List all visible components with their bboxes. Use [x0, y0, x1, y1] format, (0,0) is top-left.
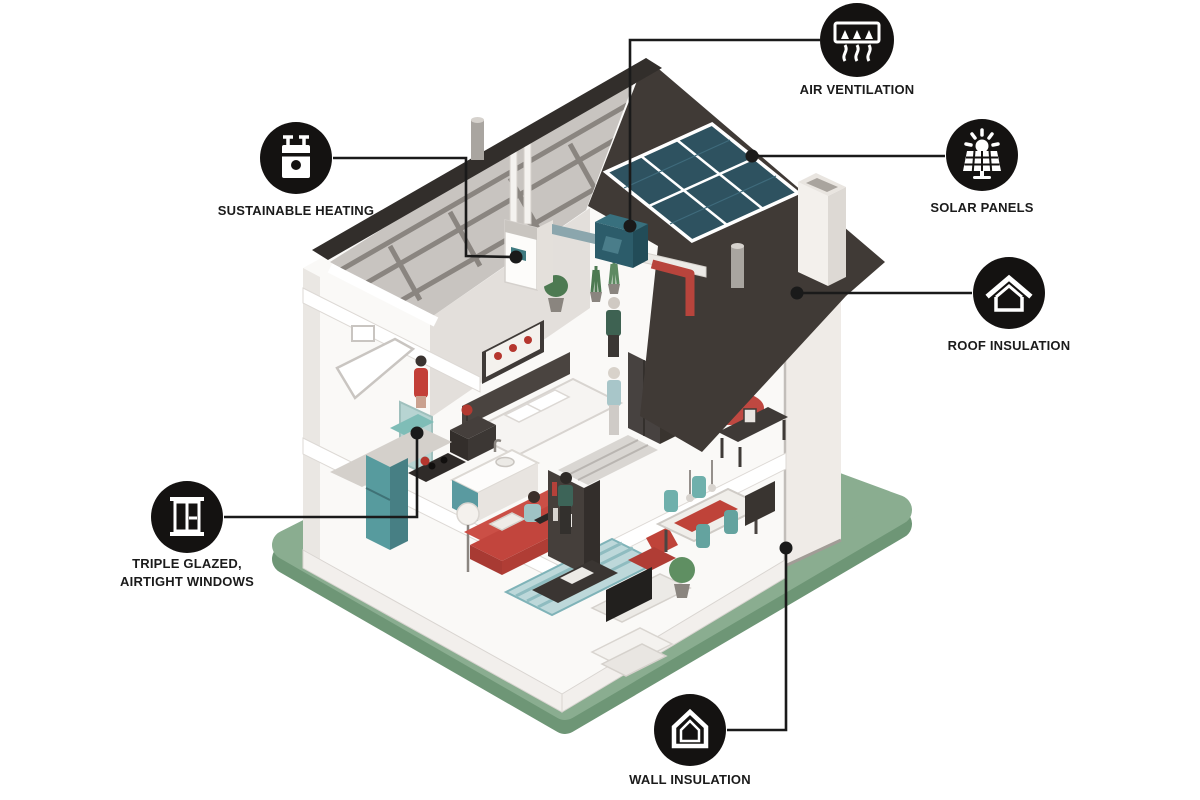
kitchen-counter — [330, 427, 452, 487]
table-runner — [674, 500, 738, 532]
callout-roof-insulation: ROOF INSULATION — [948, 257, 1071, 353]
boiler-icon — [282, 135, 310, 178]
sustainable-heating-dot — [509, 250, 523, 264]
badge-circle — [973, 257, 1045, 329]
tv-screen — [606, 567, 652, 622]
left-wall-column — [303, 268, 320, 570]
attic-interior-wall — [330, 66, 640, 318]
red-duct — [650, 259, 695, 316]
bedroom-rug — [558, 435, 658, 485]
boiler-flue — [523, 141, 532, 225]
person-bathroom — [414, 355, 428, 408]
bath-mat — [390, 414, 434, 436]
roof-insulation-label: ROOF INSULATION — [948, 338, 1071, 353]
sink — [495, 456, 515, 468]
intake-duct — [552, 224, 595, 244]
pillow — [525, 389, 571, 412]
dining-chairs-back — [664, 476, 706, 512]
triple-glazed-line — [224, 437, 419, 519]
attic-floor-edge — [327, 263, 439, 327]
bathroom-mirror — [351, 325, 375, 342]
triple-glazed-dot — [410, 426, 424, 440]
sideboard — [745, 481, 775, 526]
dining-chairs-front — [696, 510, 738, 548]
tv-unit — [590, 567, 692, 623]
kitchen — [330, 427, 541, 572]
wall-insulation-label: WALL INSULATION — [629, 772, 751, 787]
roof-vent — [731, 243, 744, 288]
air-ventilation-dot — [623, 219, 637, 233]
bathroom — [335, 325, 434, 436]
wall-baseboard — [784, 538, 842, 568]
roof-insulation-dot — [790, 286, 804, 300]
cooking-pot — [420, 456, 430, 466]
solar-panel-sun-icon — [963, 128, 1001, 179]
chimney — [798, 173, 846, 286]
dining-area — [655, 460, 775, 598]
pendant-lamp — [708, 484, 716, 492]
bookshelf — [548, 470, 600, 574]
cooktop — [408, 453, 466, 482]
right-wall — [785, 274, 841, 566]
badge-circle — [820, 3, 894, 77]
person-bedroom-1 — [606, 297, 621, 357]
callout-sustainable-heating: SUSTAINABLE HEATING — [218, 122, 374, 218]
air-ventilation-line — [628, 38, 820, 223]
coffee-table — [532, 560, 618, 603]
wall-house-icon — [671, 708, 709, 749]
wall-insulation-line — [727, 552, 788, 732]
person-standing-shelf — [558, 472, 573, 534]
badge-circle — [654, 694, 726, 766]
solar-panels-label: SOLAR PANELS — [930, 200, 1033, 215]
window-icon — [170, 497, 204, 536]
faucet — [493, 439, 502, 452]
callout-lines — [224, 38, 972, 732]
roof-left-band — [312, 58, 662, 260]
callout-air-ventilation: AIR VENTILATION — [800, 3, 915, 97]
sustainable-heating-line — [333, 156, 513, 259]
air-ventilation-icon — [833, 21, 881, 62]
triple-glazed-label-2: AIRTIGHT WINDOWS — [120, 574, 254, 589]
desk-frame — [743, 408, 757, 424]
living-room — [464, 470, 692, 623]
bathtub — [335, 337, 416, 400]
nightstand-left — [450, 404, 496, 461]
callout-wall-insulation: WALL INSULATION — [629, 694, 751, 787]
red-lamp — [461, 404, 473, 416]
person-bedroom-2 — [607, 367, 621, 435]
solar-panels-dot — [745, 149, 759, 163]
bed-headboard — [462, 352, 570, 428]
roof-house-icon — [985, 274, 1033, 312]
air-ventilation-label: AIR VENTILATION — [800, 82, 915, 97]
wall-insulation-dot — [779, 541, 793, 555]
triple-glazed-label-1: TRIPLE GLAZED, — [132, 556, 242, 571]
wall-art — [482, 320, 544, 384]
writing-desk — [718, 407, 788, 467]
roof-vent — [471, 117, 484, 160]
sofa-pillow — [488, 512, 526, 531]
pendant-lamp — [686, 494, 694, 502]
callout-solar-panels: SOLAR PANELS — [930, 119, 1034, 215]
unit-panel — [602, 236, 622, 254]
porch-steps — [590, 627, 674, 677]
dining-plant — [669, 557, 695, 598]
roof — [312, 58, 885, 452]
globe-lamp — [456, 502, 480, 572]
sustainable-heating-label: SUSTAINABLE HEATING — [218, 203, 374, 218]
fridge — [365, 455, 408, 550]
callout-triple-glazed-windows: TRIPLE GLAZED, AIRTIGHT WINDOWS — [120, 481, 254, 589]
